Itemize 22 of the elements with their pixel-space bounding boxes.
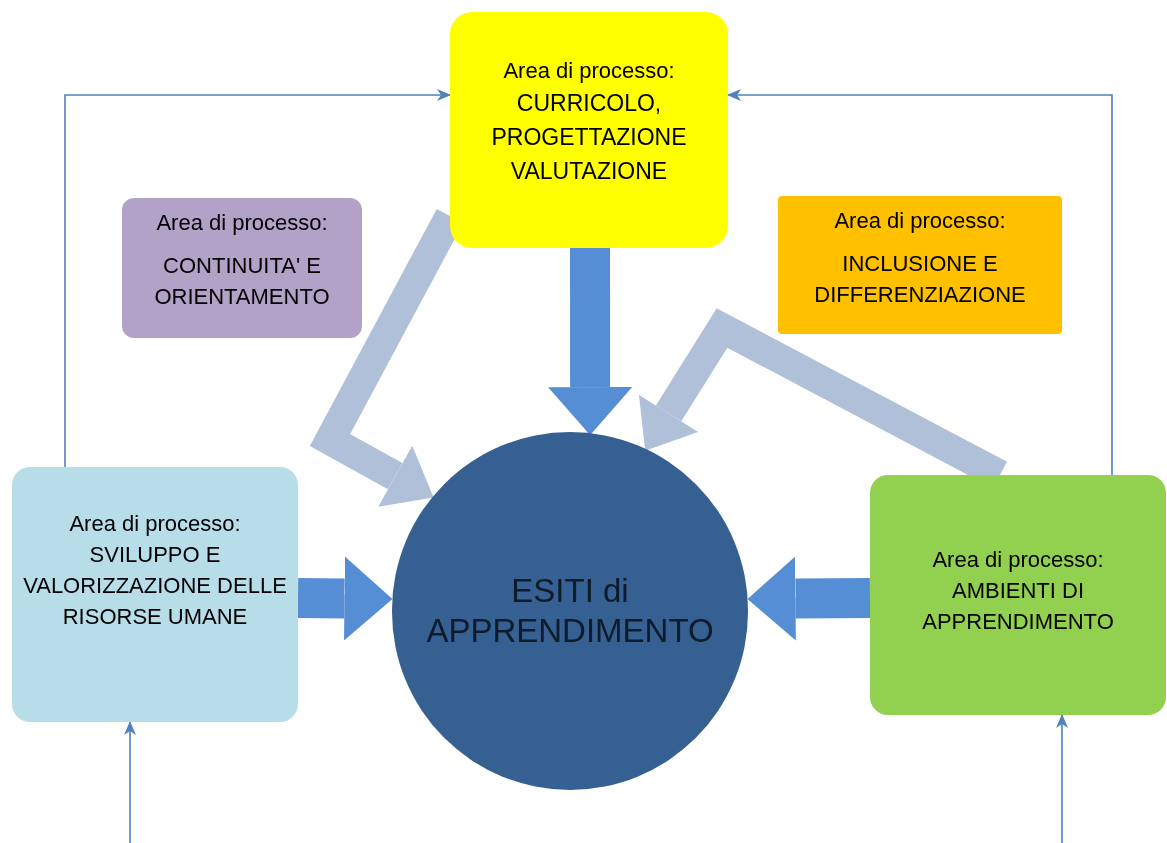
process-area-heading: Area di processo: xyxy=(156,209,328,237)
process-area-heading: Area di processo: xyxy=(834,207,1006,235)
process-area-name: INCLUSIONE E DIFFERENZIAZIONE xyxy=(813,250,1027,309)
process-area-heading: Area di processo: xyxy=(69,510,241,538)
process-area-name: SVILUPPO E VALORIZZAZIONE DELLE RISORSE UMANE xyxy=(22,541,288,631)
connector-arrow xyxy=(727,89,1113,476)
process-area-box xyxy=(122,198,362,338)
process-area-heading: Area di processo: xyxy=(503,57,675,85)
process-area-name: CONTINUITA' E ORIENTAMENTO xyxy=(153,252,331,311)
block-arrow xyxy=(297,556,393,641)
process-area-heading: Area di processo: xyxy=(932,546,1104,574)
process-area-box xyxy=(12,467,298,722)
connector-arrow xyxy=(1056,714,1068,843)
connector-arrow xyxy=(64,89,451,468)
process-area-box xyxy=(778,196,1062,334)
process-area-name: CURRICOLO, PROGETTAZIONE VALUTAZIONE xyxy=(490,89,688,186)
outcome-title: ESITI di APPRENDIMENTO xyxy=(425,571,715,651)
process-area-name: AMBIENTI DI APPRENDIMENTO xyxy=(921,577,1115,636)
process-area-box xyxy=(450,12,728,248)
connector-arrow xyxy=(124,721,136,843)
block-arrow xyxy=(747,556,871,641)
process-area-box xyxy=(870,475,1166,715)
